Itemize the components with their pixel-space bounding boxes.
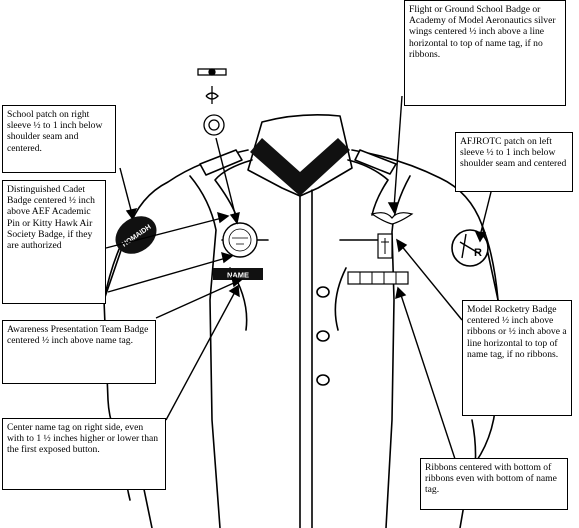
arrow-rocketry <box>399 243 463 321</box>
callout-name-tag-placement: Center name tag on right side, even with… <box>2 418 166 490</box>
school-patch <box>115 216 157 254</box>
wings-icon <box>370 212 414 225</box>
shirt-right-side <box>351 149 499 528</box>
epaulet-left <box>354 149 397 175</box>
pin-icon <box>205 86 219 104</box>
arrow-awareness <box>155 281 237 319</box>
callout-afjrotc-patch: AFJROTC patch on left sleeve ½ to 1 inch… <box>455 132 573 192</box>
name-tag-label: NAME <box>227 271 249 280</box>
callout-school-patch: School patch on right sleeve ½ to 1 inch… <box>2 105 116 173</box>
shirt-button <box>316 374 330 386</box>
callout-model-rocketry: Model Rocketry Badge centered ½ inch abo… <box>462 300 572 416</box>
shirt-button <box>316 330 330 342</box>
name-tag <box>213 268 263 280</box>
callout-awareness-team: Awareness Presentation Team Badge center… <box>2 320 156 384</box>
shirt-placket <box>299 189 313 528</box>
arrow-school-patch <box>119 167 133 215</box>
arrow-ribbons <box>399 291 457 463</box>
arrow-round-badge <box>215 137 237 219</box>
callout-flight-badge: Flight or Ground School Badge or Academy… <box>404 0 566 106</box>
collar-v <box>250 138 350 196</box>
callout-ribbons: Ribbons centered with bottom of ribbons … <box>420 458 568 510</box>
collar <box>247 114 353 197</box>
svg-text:R: R <box>474 247 482 259</box>
callout-distinguished-cadet: Distinguished Cadet Badge centered ½ inc… <box>2 180 106 304</box>
arrow-name-tag <box>165 289 237 421</box>
arrow-aef <box>107 257 227 293</box>
arrow-flight <box>393 95 403 209</box>
epaulet-right <box>199 149 243 176</box>
distinguished-cadet-badge-icon <box>222 222 258 258</box>
shirt-button <box>316 286 330 298</box>
arrow-distinguished <box>105 217 223 249</box>
ribbons <box>347 271 409 285</box>
